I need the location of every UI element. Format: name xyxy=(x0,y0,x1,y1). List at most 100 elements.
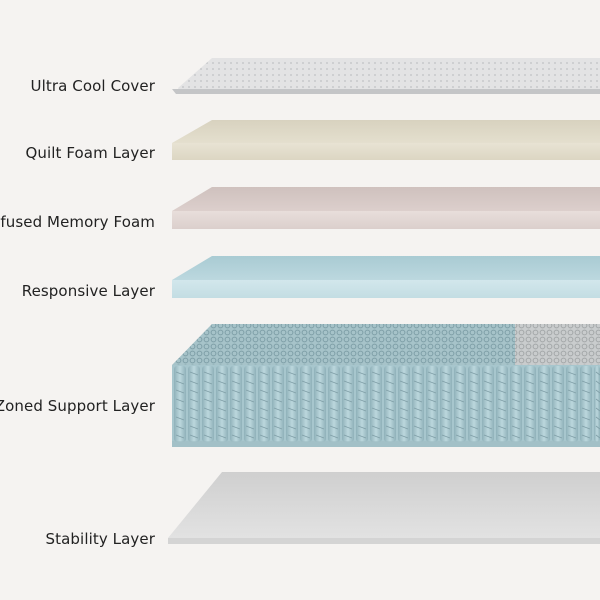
coil-wire xyxy=(343,371,353,376)
coil-wire xyxy=(511,371,521,376)
coil-wire xyxy=(287,416,297,421)
coil-wire xyxy=(371,389,381,394)
coil-wire xyxy=(595,398,600,403)
coil-wire xyxy=(581,416,591,421)
coil-wire xyxy=(343,434,353,439)
coil-wire xyxy=(539,389,549,394)
coil-pocket xyxy=(286,366,298,442)
coil-wire xyxy=(245,371,255,376)
coil-wire xyxy=(287,380,297,385)
coil-wire xyxy=(483,416,493,421)
coil-wire xyxy=(203,389,213,394)
coil-wire xyxy=(567,434,577,439)
coil-wire xyxy=(343,389,353,394)
coil-wire xyxy=(413,407,423,412)
coil-wire xyxy=(175,407,185,412)
coil-wire xyxy=(287,407,297,412)
coil-wire xyxy=(553,425,563,430)
coil-pocket xyxy=(468,366,480,442)
coil-pocket xyxy=(384,366,396,442)
coil-wire xyxy=(301,434,311,439)
coil-wire xyxy=(189,389,199,394)
coil-wire xyxy=(329,407,339,412)
label-ultra-cool-cover: Ultra Cool Cover xyxy=(30,77,155,95)
coil-wire xyxy=(399,389,409,394)
coil-wire xyxy=(511,380,521,385)
coil-wire xyxy=(371,371,381,376)
coil-wire xyxy=(413,434,423,439)
coil-wire xyxy=(427,425,437,430)
coil-wire xyxy=(595,407,600,412)
coil-wire xyxy=(385,416,395,421)
coil-wire xyxy=(203,380,213,385)
coil-pocket xyxy=(342,366,354,442)
coil-wire xyxy=(315,389,325,394)
coil-wire xyxy=(483,389,493,394)
label-quilt-foam-layer: Quilt Foam Layer xyxy=(25,144,155,162)
coil-wire xyxy=(413,425,423,430)
coil-wire xyxy=(567,371,577,376)
coil-wire xyxy=(441,407,451,412)
coil-pocket xyxy=(188,366,200,442)
coil-wire xyxy=(287,398,297,403)
coil-wire xyxy=(511,425,521,430)
coil-wire xyxy=(245,416,255,421)
coil-wire xyxy=(189,434,199,439)
coil-wire xyxy=(385,425,395,430)
coil-wire xyxy=(301,398,311,403)
coil-wire xyxy=(231,407,241,412)
coil-pocket xyxy=(510,366,522,442)
coil-wire xyxy=(553,389,563,394)
coil-wire xyxy=(595,416,600,421)
coil-wire xyxy=(385,434,395,439)
coil-wire xyxy=(329,389,339,394)
coil-wire xyxy=(259,371,269,376)
coil-wire xyxy=(581,371,591,376)
coil-pocket xyxy=(594,366,600,442)
coil-wire xyxy=(413,416,423,421)
coil-wire xyxy=(273,434,283,439)
coil-wire xyxy=(315,398,325,403)
coil-wire xyxy=(455,380,465,385)
coil-wire xyxy=(441,380,451,385)
coil-wire xyxy=(511,389,521,394)
coil-wire xyxy=(273,389,283,394)
coil-wire xyxy=(259,416,269,421)
coil-wire xyxy=(553,407,563,412)
coil-wire xyxy=(315,416,325,421)
coil-wire xyxy=(553,380,563,385)
coil-wire xyxy=(217,380,227,385)
coil-wire xyxy=(469,416,479,421)
coil-wire xyxy=(273,380,283,385)
stability-layer-shape xyxy=(168,472,600,544)
coil-wire xyxy=(497,389,507,394)
coil-wire xyxy=(245,425,255,430)
coil-wire xyxy=(441,434,451,439)
coil-pocket xyxy=(328,366,340,442)
coil-wire xyxy=(567,380,577,385)
coil-wire xyxy=(525,434,535,439)
coil-pocket xyxy=(552,366,564,442)
coil-wire xyxy=(497,416,507,421)
coil-pocket xyxy=(244,366,256,442)
coil-wire xyxy=(329,398,339,403)
coil-wire xyxy=(553,434,563,439)
coil-wire xyxy=(413,371,423,376)
coil-wire xyxy=(259,407,269,412)
coil-wire xyxy=(595,371,600,376)
coil-wire xyxy=(357,434,367,439)
coil-wire xyxy=(497,425,507,430)
coil-wire xyxy=(469,371,479,376)
coil-wire xyxy=(385,389,395,394)
coil-wire xyxy=(329,434,339,439)
coil-wire xyxy=(455,407,465,412)
coil-wire xyxy=(595,425,600,430)
coil-wire xyxy=(259,398,269,403)
coil-wire xyxy=(189,380,199,385)
coil-pocket xyxy=(370,366,382,442)
coil-wire xyxy=(315,407,325,412)
coil-wire xyxy=(217,407,227,412)
coil-wire xyxy=(511,398,521,403)
coil-wire xyxy=(245,407,255,412)
